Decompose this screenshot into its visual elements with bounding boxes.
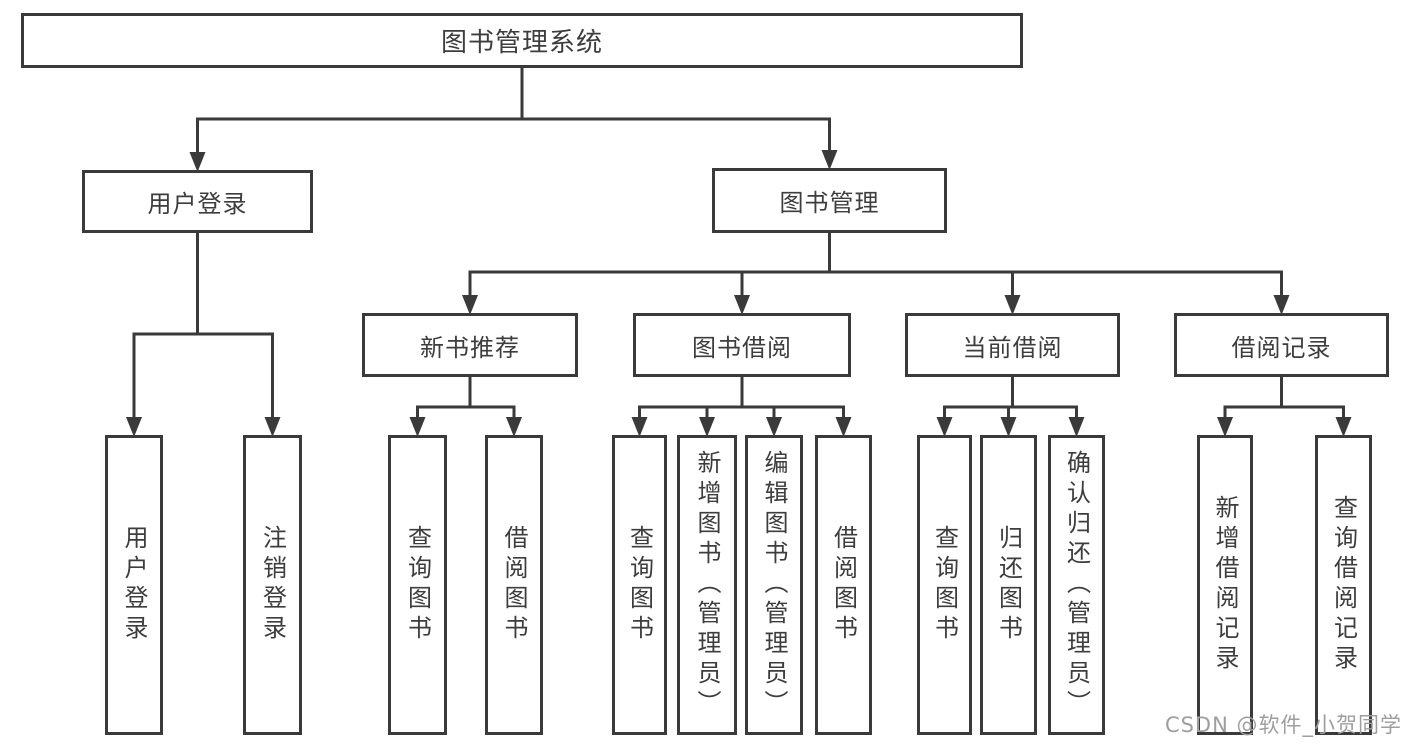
arrowhead-icon <box>1273 295 1290 315</box>
arrowhead-icon <box>1000 417 1017 437</box>
node-leaf-query-book-3: 查询图书 <box>917 435 972 735</box>
arrowhead-icon <box>766 417 782 437</box>
node-book-borrow: 图书借阅 <box>633 313 851 377</box>
node-leaf-edit-book: 编辑图书（管理员） <box>745 435 803 735</box>
node-label-book-mgmt: 图书管理 <box>779 189 880 217</box>
node-label-new-book-rec: 新书推荐 <box>420 333 520 362</box>
node-label-borrow-record: 借阅记录 <box>1231 333 1332 362</box>
node-label-leaf-add-book: 新增图书（管理员） <box>693 450 721 720</box>
watermark: CSDN @软件_小贺同学 <box>1164 713 1402 737</box>
node-label-book-borrow: 图书借阅 <box>692 333 792 362</box>
node-current-borrow: 当前借阅 <box>905 313 1120 377</box>
arrowhead-icon <box>821 150 838 170</box>
arrowhead-icon <box>409 417 426 437</box>
arrowhead-icon <box>506 417 522 437</box>
node-leaf-confirm-return: 确认归还（管理员） <box>1048 435 1105 735</box>
node-leaf-logout: 注销登录 <box>243 435 302 735</box>
node-book-mgmt: 图书管理 <box>712 168 947 233</box>
node-label-leaf-logout: 注销登录 <box>258 525 287 645</box>
arrowhead-icon <box>734 295 750 315</box>
node-new-book-rec: 新书推荐 <box>362 313 578 377</box>
arrowhead-icon <box>835 417 852 437</box>
arrowhead-icon <box>1217 417 1233 437</box>
node-label-leaf-borrow-book-2: 借阅图书 <box>829 525 858 645</box>
arrowhead-icon <box>126 417 142 437</box>
node-label-leaf-query-record: 查询借阅记录 <box>1329 495 1358 675</box>
node-label-current-borrow: 当前借阅 <box>962 333 1063 362</box>
node-borrow-record: 借阅记录 <box>1174 313 1389 377</box>
arrowhead-icon <box>462 295 478 315</box>
node-label-leaf-borrow-book-1: 借阅图书 <box>500 525 528 645</box>
arrowhead-icon <box>631 417 648 437</box>
node-leaf-user-login: 用户登录 <box>105 435 163 735</box>
node-leaf-add-book: 新增图书（管理员） <box>677 435 737 735</box>
node-leaf-query-record: 查询借阅记录 <box>1315 435 1372 735</box>
node-label-leaf-query-book-2: 查询图书 <box>625 525 654 645</box>
arrowhead-icon <box>1004 295 1021 315</box>
node-label-leaf-edit-book: 编辑图书（管理员） <box>760 450 788 720</box>
arrowhead-icon <box>1335 417 1352 437</box>
node-leaf-borrow-book-1: 借阅图书 <box>485 435 543 735</box>
node-leaf-borrow-book-2: 借阅图书 <box>815 435 872 735</box>
node-label-leaf-confirm-return: 确认归还（管理员） <box>1062 450 1091 720</box>
node-label-root: 图书管理系统 <box>440 28 603 58</box>
node-leaf-add-record: 新增借阅记录 <box>1197 435 1253 735</box>
node-leaf-return-book: 归还图书 <box>980 435 1037 735</box>
node-label-leaf-query-book-3: 查询图书 <box>930 525 959 645</box>
node-user-login: 用户登录 <box>82 170 313 233</box>
node-label-user-login: 用户登录 <box>147 190 248 218</box>
arrowhead-icon <box>936 417 953 437</box>
node-leaf-query-book-2: 查询图书 <box>612 435 667 735</box>
arrowhead-icon <box>699 417 715 437</box>
node-label-leaf-add-record: 新增借阅记录 <box>1211 495 1239 675</box>
node-label-leaf-query-book-1: 查询图书 <box>403 525 432 645</box>
arrowhead-icon <box>264 417 281 437</box>
node-leaf-query-book-1: 查询图书 <box>388 435 447 735</box>
arrowhead-icon <box>1068 417 1085 437</box>
node-label-leaf-return-book: 归还图书 <box>994 525 1023 645</box>
node-root: 图书管理系统 <box>21 13 1023 68</box>
node-label-leaf-user-login: 用户登录 <box>120 525 148 645</box>
arrowhead-icon <box>189 152 206 172</box>
